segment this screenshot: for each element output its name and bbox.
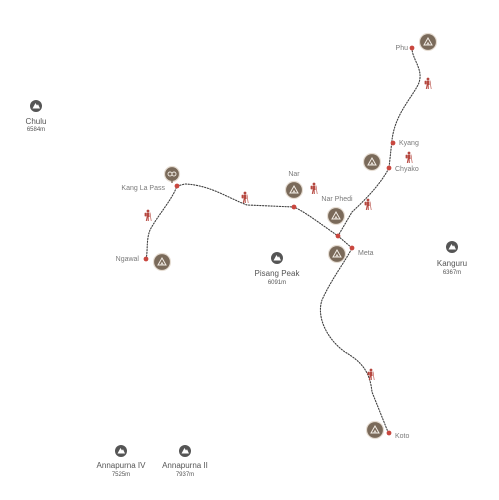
camp-icon — [327, 244, 347, 264]
peak-annapurna-iv[interactable]: Annapurna IV 7525m — [97, 445, 147, 478]
peak-name: Annapurna II — [162, 461, 208, 470]
camp-icon — [362, 152, 382, 172]
mountain-icon — [271, 252, 283, 264]
waypoint-kyang[interactable]: Kyang — [390, 140, 419, 147]
peak-pisang[interactable]: Pisang Peak 6091m — [255, 252, 301, 286]
waypoint-dot — [409, 45, 415, 51]
peak-kanguru[interactable]: Kanguru 6367m — [437, 241, 467, 276]
waypoint-label: Koto — [395, 433, 410, 440]
peak-elevation: 7937m — [176, 472, 194, 478]
peak-elevation: 6367m — [443, 270, 461, 276]
waypoint-chyako[interactable]: Chyako — [362, 152, 419, 174]
hiker-icon — [424, 77, 432, 90]
peak-name: Kanguru — [437, 259, 467, 268]
waypoint-dot — [143, 256, 149, 262]
waypoint-ngawal[interactable]: Ngawal — [116, 252, 172, 272]
waypoint-koto[interactable]: Koto — [365, 420, 410, 441]
waypoint-label: Ngawal — [116, 256, 140, 263]
mountain-icon — [179, 445, 191, 457]
waypoint-label: Phu — [396, 45, 409, 52]
peak-elevation: 6584m — [27, 127, 45, 133]
hiker-icon — [241, 191, 249, 204]
waypoint-nar[interactable]: Nar — [284, 171, 304, 210]
camp-icon — [152, 252, 172, 272]
camp-icon — [418, 32, 438, 52]
waypoint-label: Nar — [288, 171, 300, 178]
waypoint-label: Chyako — [395, 166, 419, 173]
peak-name: Chulu — [26, 117, 47, 126]
waypoint-phu[interactable]: Phu — [396, 32, 438, 53]
waypoint-nar-phedi[interactable]: Nar Phedi — [321, 196, 353, 239]
waypoint-label: Nar Phedi — [321, 196, 353, 203]
waypoint-dot — [349, 245, 355, 251]
pass-icon — [163, 165, 181, 183]
waypoint-dot — [390, 140, 396, 146]
peak-elevation: 6091m — [268, 280, 286, 286]
waypoint-label: Kyang — [399, 140, 419, 147]
peak-elevation: 7525m — [112, 472, 130, 478]
peak-annapurna-ii[interactable]: Annapurna II 7937m — [162, 445, 208, 478]
mountain-icon — [446, 241, 458, 253]
waypoint-dot — [335, 233, 341, 239]
waypoint-dot — [386, 165, 392, 171]
waypoint-label: Meta — [358, 250, 374, 257]
waypoint-label: Kang La Pass — [121, 185, 165, 192]
hiker-icon — [144, 209, 152, 222]
camp-icon — [365, 420, 385, 440]
peak-chulu[interactable]: Chulu 6584m — [26, 100, 47, 133]
peak-name: Pisang Peak — [255, 269, 301, 278]
waypoint-dot — [386, 430, 392, 436]
hiker-icon — [364, 198, 372, 211]
mountain-icon — [30, 100, 42, 112]
trail-route — [145, 47, 421, 433]
hiker-icon — [405, 151, 413, 164]
camp-icon — [326, 206, 346, 226]
waypoint-kang-la-pass[interactable]: Kang La Pass — [121, 165, 181, 193]
peak-name: Annapurna IV — [97, 461, 147, 470]
camp-icon — [284, 180, 304, 200]
mountain-icon — [115, 445, 127, 457]
waypoint-dot — [291, 204, 297, 210]
waypoint-meta[interactable]: Meta — [327, 244, 374, 264]
hiker-icon — [367, 368, 375, 381]
hiker-icon — [310, 182, 318, 195]
waypoint-dot — [174, 183, 180, 189]
